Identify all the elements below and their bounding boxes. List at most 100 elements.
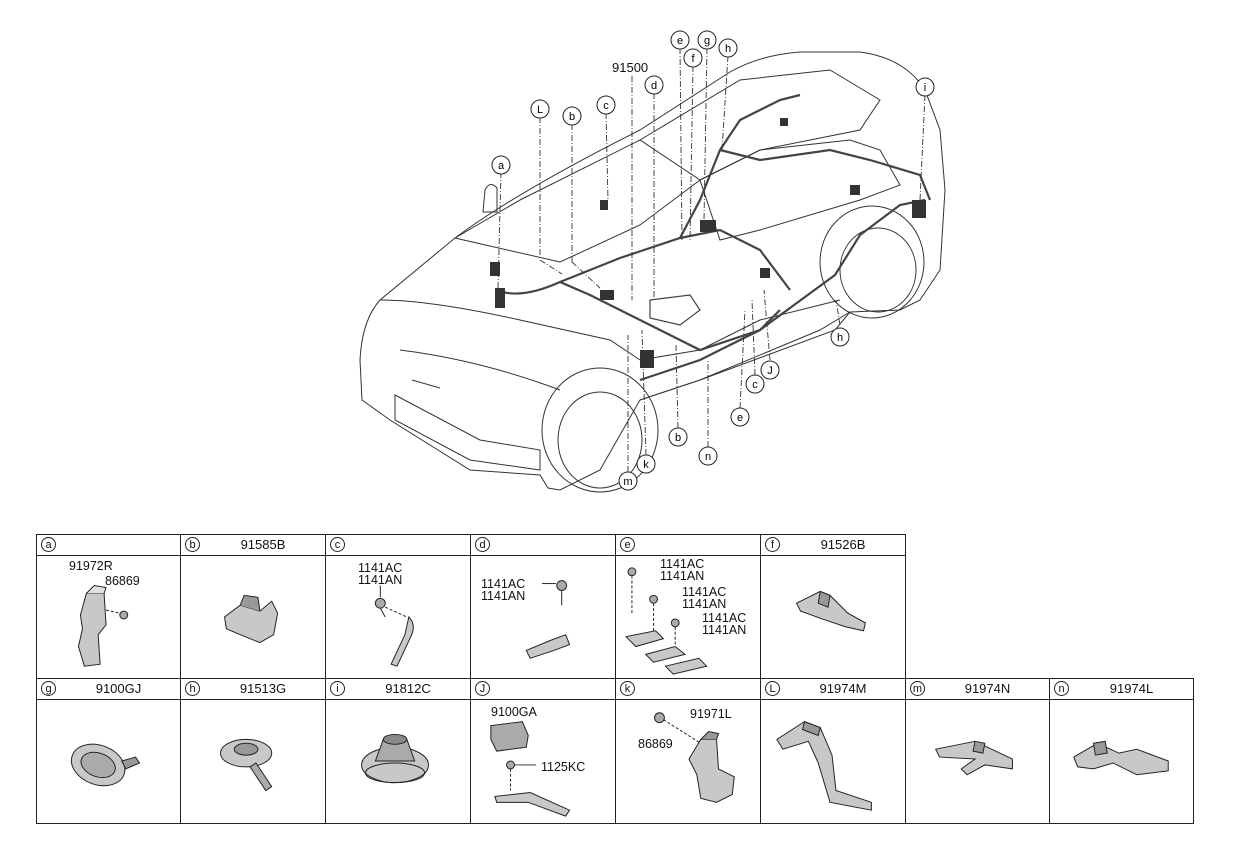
cell-part-no: 9100GJ	[95, 681, 142, 696]
cell-k: k 91971L 86869	[615, 678, 761, 824]
hood-line	[379, 299, 641, 361]
cell-letter: d	[475, 537, 490, 552]
part-label: 91971L	[690, 707, 732, 721]
cell-f: f 91526B	[760, 534, 906, 679]
part-label: 1125KC	[541, 760, 586, 774]
car-wiring-diagram: 91500 a L b c d e f g h i h J c	[359, 30, 946, 493]
part-label: 1141AC	[660, 557, 705, 571]
part-label: 1141AC	[702, 611, 747, 625]
cell-n: n 91974L	[1049, 678, 1194, 824]
cell-letter: g	[41, 681, 56, 696]
callout-c: c	[596, 95, 616, 115]
protector-n-icon	[1073, 740, 1169, 776]
front-console	[649, 294, 701, 326]
cell-letter: i	[330, 681, 345, 696]
cell-letter: h	[185, 681, 200, 696]
part-label: 1141AC	[481, 577, 526, 591]
side-mirror	[482, 184, 498, 213]
svg-text:c: c	[752, 379, 758, 391]
callout-h-top: h	[718, 38, 738, 58]
svg-text:i: i	[924, 82, 926, 94]
callout-b-bottom: b	[668, 427, 688, 447]
svg-text:b: b	[569, 111, 575, 123]
callout-f: f	[683, 48, 703, 68]
car-body-outline	[359, 51, 946, 491]
svg-text:L: L	[537, 104, 543, 116]
svg-text:m: m	[623, 476, 632, 488]
cell-letter: m	[910, 681, 925, 696]
part-label: 9100GA	[491, 705, 537, 719]
protector-L-icon	[776, 720, 872, 811]
part-label: 1141AN	[481, 589, 526, 603]
cell-h: h 91513G	[180, 678, 326, 824]
part-label: 86869	[105, 574, 140, 588]
part-label: 1141AN	[702, 623, 747, 637]
callout-g: g	[697, 30, 717, 50]
callout-i: i	[915, 77, 935, 97]
cell-part-no: 91974L	[1109, 681, 1154, 696]
main-part-number: 91500	[612, 60, 648, 75]
kia-logo	[411, 379, 441, 389]
hood-crease	[399, 349, 561, 391]
connector-b-icon	[223, 594, 279, 644]
cell-c: c 1141AC 1141AN	[325, 534, 471, 679]
cell-letter: f	[765, 537, 780, 552]
rear-wheel-arch	[819, 205, 925, 319]
callout-c-bottom: c	[745, 374, 765, 394]
grommet-oval-icon	[70, 743, 141, 787]
cell-part-no: 91526B	[820, 537, 866, 552]
front-grille	[394, 394, 541, 471]
connectors	[490, 118, 926, 368]
cell-part-no: 91974N	[964, 681, 1011, 696]
svg-text:a: a	[498, 160, 505, 172]
svg-text:c: c	[603, 100, 609, 112]
sensor-bracket-icon	[77, 584, 129, 667]
svg-text:f: f	[691, 53, 695, 65]
leader-lines	[497, 47, 926, 472]
cell-m: m 91974N	[905, 678, 1050, 824]
cell-i: i 91812C	[325, 678, 471, 824]
part-label: 91972R	[69, 559, 113, 573]
callout-n: n	[698, 446, 718, 466]
part-label: 1141AN	[682, 597, 727, 611]
callout-k: k	[636, 454, 656, 474]
front-wheel-arch	[541, 367, 659, 493]
connector-bolt-icon	[490, 721, 571, 817]
svg-text:h: h	[837, 332, 843, 344]
wiring-harness	[496, 93, 932, 382]
rear-wheel	[839, 227, 917, 313]
callout-h-bottom: h	[830, 327, 850, 347]
svg-text:J: J	[767, 365, 773, 377]
protector-f-icon	[795, 590, 867, 632]
svg-text:g: g	[704, 35, 710, 47]
cell-part-no: 91812C	[385, 681, 431, 696]
svg-text:n: n	[705, 451, 711, 463]
cell-d: d 1141AC 1141AN	[470, 534, 616, 679]
sensor-bracket-k-icon	[654, 712, 735, 803]
front-wheel	[557, 391, 643, 489]
cell-letter: a	[41, 537, 56, 552]
cell-e: e 1141AC 1141AN 1141AC 1141AN 1141AC 114…	[615, 534, 761, 679]
cell-letter: L	[765, 681, 780, 696]
cell-J: J 9100GA 1125KC	[470, 678, 616, 824]
callout-d: d	[644, 75, 664, 95]
cell-letter: J	[475, 681, 490, 696]
callout-L: L	[530, 99, 550, 119]
svg-text:e: e	[677, 35, 683, 47]
protector-m-icon	[934, 740, 1013, 776]
cell-letter: n	[1054, 681, 1069, 696]
part-label: 1141AN	[660, 569, 705, 583]
cell-a: a 91972R 86869	[36, 534, 181, 679]
cell-part-no: 91513G	[239, 681, 287, 696]
callout-b: b	[562, 106, 582, 126]
cell-letter: e	[620, 537, 635, 552]
callout-circles: a L b c d e f g h i h J c e n b k m	[491, 30, 935, 491]
grommet-round-icon	[220, 738, 273, 792]
svg-text:b: b	[675, 432, 681, 444]
cell-letter: k	[620, 681, 635, 696]
bolt-ground-wire-icon	[374, 585, 414, 667]
multi-bolt-bracket-icon	[625, 567, 708, 675]
